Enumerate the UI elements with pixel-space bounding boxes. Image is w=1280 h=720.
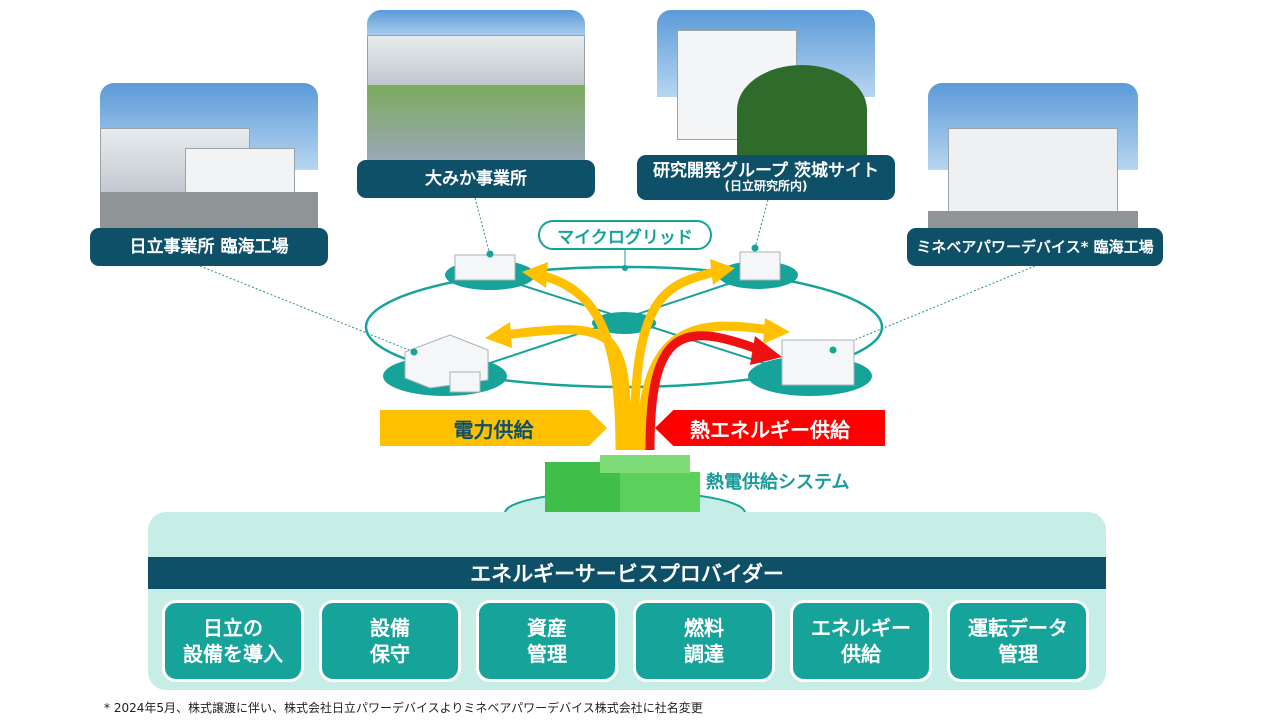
service-line: 運転データ xyxy=(968,616,1068,640)
service-line: エネルギー xyxy=(811,616,911,640)
site-name: 大みか事業所 xyxy=(425,168,527,189)
site-label-minebea-rinkai: ミネベアパワーデバイス* 臨海工場 xyxy=(907,228,1163,266)
site-subname: (日立研究所内) xyxy=(724,179,808,194)
power-supply-label: 電力供給 xyxy=(453,417,534,442)
photo-research-ibaraki xyxy=(657,10,875,155)
service-line: 管理 xyxy=(998,642,1038,666)
microgrid-label: マイクログリッド xyxy=(538,220,712,250)
site-name: ミネベアパワーデバイス* 臨海工場 xyxy=(916,237,1154,256)
service-line: 資産 xyxy=(527,616,567,640)
service-line: 設備を導入 xyxy=(183,642,283,666)
photo-hitachi-rinkai xyxy=(100,83,318,228)
footnote: * 2024年5月、株式譲渡に伴い、株式会社日立パワーデバイスよりミネベアパワー… xyxy=(104,701,703,715)
connector-lines xyxy=(199,197,1036,353)
photo-omika xyxy=(367,10,585,160)
site-name: 日立事業所 臨海工場 xyxy=(129,236,289,257)
generator-icon xyxy=(545,455,700,517)
service-line: 設備 xyxy=(370,616,410,640)
service-line: 管理 xyxy=(527,642,567,666)
heat-supply-banner: 熱エネルギー供給 xyxy=(655,410,885,446)
service-maintenance: 設備保守 xyxy=(319,600,461,682)
service-line: 保守 xyxy=(370,642,410,666)
building-icons xyxy=(404,251,855,393)
service-line: 調達 xyxy=(684,642,724,666)
site-name: 研究開発グループ 茨城サイト xyxy=(653,160,879,181)
provider-panel xyxy=(148,512,1106,690)
site-label-omika: 大みか事業所 xyxy=(357,160,595,198)
service-operation-data: 運転データ管理 xyxy=(947,600,1089,682)
service-install-equipment: 日立の設備を導入 xyxy=(162,600,304,682)
heat-supply-label: 熱エネルギー供給 xyxy=(690,417,850,442)
service-energy-supply: エネルギー供給 xyxy=(790,600,932,682)
photo-minebea-rinkai xyxy=(928,83,1138,228)
provider-title: エネルギーサービスプロバイダー xyxy=(148,557,1106,589)
site-label-hitachi-rinkai: 日立事業所 臨海工場 xyxy=(90,228,328,266)
site-label-research-ibaraki: 研究開発グループ 茨城サイト(日立研究所内) xyxy=(637,155,895,200)
service-asset-management: 資産管理 xyxy=(476,600,618,682)
service-line: 供給 xyxy=(841,642,881,666)
cogeneration-system-label: 熱電供給システム xyxy=(706,472,850,493)
service-line: 日立の xyxy=(203,616,263,640)
service-fuel-procurement: 燃料調達 xyxy=(633,600,775,682)
power-supply-banner: 電力供給 xyxy=(380,410,607,446)
service-line: 燃料 xyxy=(684,616,724,640)
